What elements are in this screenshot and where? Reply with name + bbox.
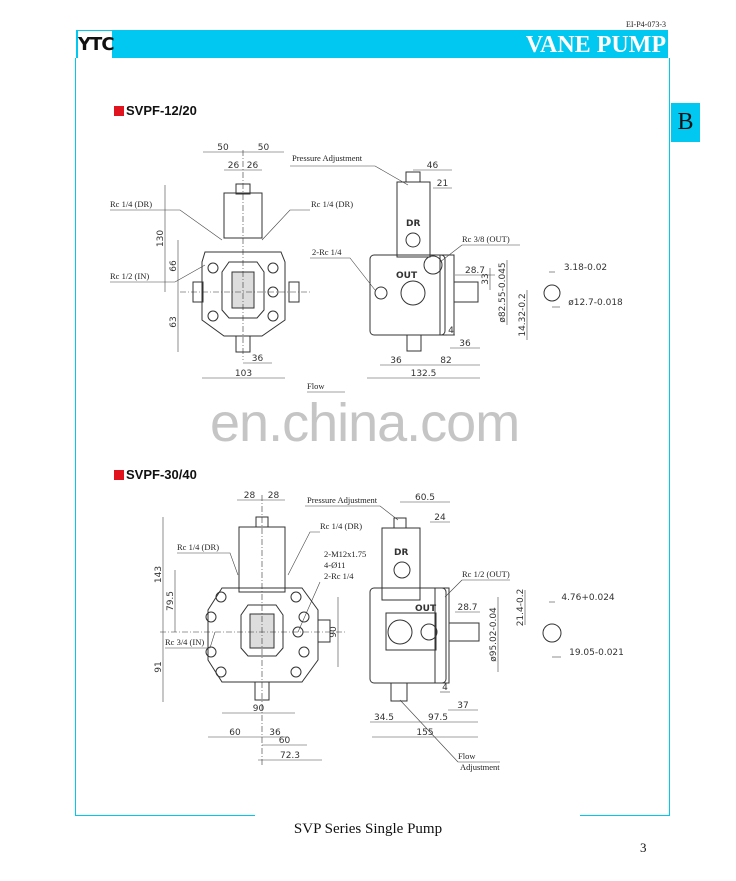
footer-title: SVP Series Single Pump xyxy=(293,821,443,837)
shaft-key-section xyxy=(542,623,562,643)
section-name: SVPF-12/20 xyxy=(126,103,197,118)
border-right xyxy=(669,58,670,815)
label-inlet: Rc 1/2 (IN) xyxy=(110,271,149,281)
label-outlet: Rc 3/8 (OUT) xyxy=(462,234,510,244)
dimension-value: 60 xyxy=(229,728,241,738)
page-number: 3 xyxy=(640,840,647,855)
dimension-value: 155 xyxy=(416,728,433,738)
dimension-value: 46 xyxy=(427,161,439,171)
dimension-value: 66 xyxy=(169,260,179,272)
dimension-value: 26 xyxy=(247,161,259,171)
dimension-value: 97.5 xyxy=(428,713,448,723)
dimension-value: 63 xyxy=(169,316,179,327)
label-drain-left: Rc 1/4 (DR) xyxy=(110,199,152,209)
dimension-value: 91 xyxy=(154,661,164,672)
label-inlet: Rc 3/4 (IN) xyxy=(165,637,204,647)
dimension-value: 72.3 xyxy=(280,751,300,761)
border-left xyxy=(75,58,76,815)
document-id: EI-P4-073-3 xyxy=(626,20,666,29)
dimension-value: 143 xyxy=(154,566,164,583)
watermark-band xyxy=(195,394,655,454)
dimension-value: ø12.7-0.018 xyxy=(568,298,623,308)
dimension-value: 50 xyxy=(258,143,270,153)
valve-body-side xyxy=(381,527,421,601)
section-tab: B xyxy=(671,103,700,142)
dimension-value: 60.5 xyxy=(415,493,435,503)
label-flow: Flow xyxy=(458,751,476,761)
section-title-1: SVPF-12/20 xyxy=(114,103,197,118)
dimension-value: 4 xyxy=(448,326,454,336)
dimension-value: ø95.02-0.04 xyxy=(489,607,499,662)
marker-icon xyxy=(114,106,124,116)
section-name: SVPF-30/40 xyxy=(126,467,197,482)
dimension-value: 28 xyxy=(268,491,280,501)
drawing-svpf-30-40 xyxy=(160,495,562,765)
dimension-value: 28 xyxy=(244,491,256,501)
body-mark-out: OUT xyxy=(396,271,418,281)
watermark: en.china.com xyxy=(210,393,520,453)
dimension-value: 24 xyxy=(434,513,446,523)
nameplate xyxy=(221,261,265,319)
dimension-value: 36 xyxy=(459,339,471,349)
dimension-value: 26 xyxy=(228,161,240,171)
body-mark-dr: DR xyxy=(406,219,420,229)
dimension-value: 36 xyxy=(390,356,402,366)
dimension-value: 132.5 xyxy=(411,369,437,379)
dimension-value: 79.5 xyxy=(166,591,176,611)
label-pressure-adjustment: Pressure Adjustment xyxy=(292,153,363,163)
label-ports: 2-Rc 1/4 xyxy=(324,571,354,581)
leader-lines xyxy=(110,165,520,763)
dimension-value: 130 xyxy=(156,230,166,247)
dimension-value: 90 xyxy=(253,704,265,714)
dimension-value: 34.5 xyxy=(374,713,394,723)
dimension-value: 4 xyxy=(442,683,448,693)
dimension-value: 33 xyxy=(481,273,491,284)
section-title-2: SVPF-30/40 xyxy=(114,467,197,482)
dimension-value: 4.76+0.024 xyxy=(561,593,615,603)
pump-body-side xyxy=(369,587,447,684)
dimension-value: 3.18-0.02 xyxy=(564,263,607,273)
pump-body xyxy=(201,251,286,337)
shaft-key-section xyxy=(543,284,561,302)
dimension-value: 14.32-0.2 xyxy=(518,293,528,336)
dimension-value: 60 xyxy=(279,736,291,746)
dimension-value: 21.4-0.2 xyxy=(516,589,526,627)
body-mark-dr: DR xyxy=(394,548,408,558)
dimension-value: 28.7 xyxy=(457,603,477,613)
dimension-value: 21 xyxy=(437,179,448,189)
page-title: VANE PUMP xyxy=(525,32,666,58)
dimension-lines xyxy=(162,151,561,761)
dimension-value: 37 xyxy=(457,701,468,711)
logo: YTC xyxy=(78,31,115,58)
dimension-value: ø82.55-0.045 xyxy=(498,262,508,322)
label-drain-right: Rc 1/4 (DR) xyxy=(311,199,353,209)
label-outlet: Rc 1/2 (OUT) xyxy=(462,569,510,579)
label-mount-threads: 2-M12x1.75 xyxy=(324,549,366,559)
label-ports: 2-Rc 1/4 xyxy=(312,247,342,257)
dimension-value: 103 xyxy=(235,369,252,379)
border-bottom-left xyxy=(75,815,255,816)
label-pressure-adjustment: Pressure Adjustment xyxy=(307,495,378,505)
label-mount-holes: 4-Ø11 xyxy=(324,560,345,570)
header-bar xyxy=(76,30,668,58)
drawing-svpf-12-20 xyxy=(180,150,561,360)
dimension-value: 82 xyxy=(440,356,451,366)
dimension-value: 36 xyxy=(269,728,281,738)
border-bottom-right xyxy=(580,815,670,816)
label-drain-left: Rc 1/4 (DR) xyxy=(177,542,219,552)
body-mark-out: OUT xyxy=(415,604,437,614)
label-drain-right: Rc 1/4 (DR) xyxy=(320,521,362,531)
dimension-value: 36 xyxy=(252,354,264,364)
marker-icon xyxy=(114,470,124,480)
pump-body-side xyxy=(369,254,446,336)
label-flow: Flow xyxy=(307,381,325,391)
dimension-value: 90 xyxy=(329,626,339,638)
pump-body xyxy=(207,587,319,683)
dimension-value: 28.7 xyxy=(465,266,485,276)
dimension-value: 50 xyxy=(217,143,229,153)
label-adjustment: Adjustment xyxy=(460,762,500,772)
dimension-value: 19.05-0.021 xyxy=(569,648,624,658)
